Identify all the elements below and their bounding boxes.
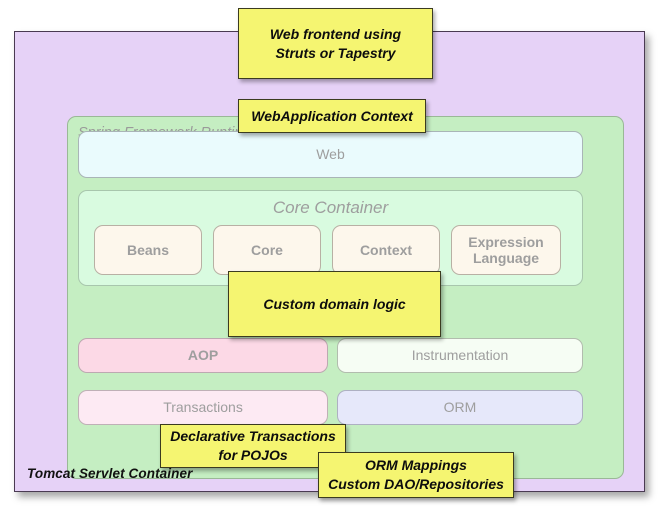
- core-container-panel: Core Container Beans Core Context Expres…: [78, 190, 583, 286]
- callout-web-frontend: Web frontend using Struts or Tapestry: [238, 8, 433, 79]
- callout-custom-domain-logic: Custom domain logic: [228, 271, 441, 337]
- module-context: Context: [332, 225, 440, 275]
- callout-orm-mappings-line1: ORM Mappings: [365, 457, 467, 474]
- module-expression-language: Expression Language: [451, 225, 561, 275]
- core-container-label: Core Container: [272, 198, 389, 217]
- module-orm: ORM: [337, 390, 583, 425]
- callout-declarative-transactions: Declarative Transactions for POJOs: [160, 424, 346, 468]
- callout-orm-mappings-line2: Custom DAO/Repositories: [328, 476, 504, 492]
- callout-declarative-transactions-line2: for POJOs: [218, 447, 288, 463]
- callout-webapplication-context: WebApplication Context: [238, 99, 426, 133]
- callout-web-frontend-line2: Struts or Tapestry: [275, 44, 396, 61]
- callout-orm-mappings: ORM Mappings Custom DAO/Repositories: [318, 452, 514, 498]
- module-instrumentation: Instrumentation: [337, 338, 583, 373]
- module-core: Core: [213, 225, 321, 275]
- module-transactions: Transactions: [78, 390, 328, 425]
- tomcat-servlet-container-label: Tomcat Servlet Container: [27, 466, 193, 481]
- module-beans: Beans: [94, 225, 202, 275]
- module-web: Web: [78, 131, 583, 178]
- module-aop: AOP: [78, 338, 328, 373]
- callout-web-frontend-line1: Web frontend using: [269, 25, 402, 42]
- callout-declarative-transactions-line1: Declarative Transactions: [170, 428, 336, 445]
